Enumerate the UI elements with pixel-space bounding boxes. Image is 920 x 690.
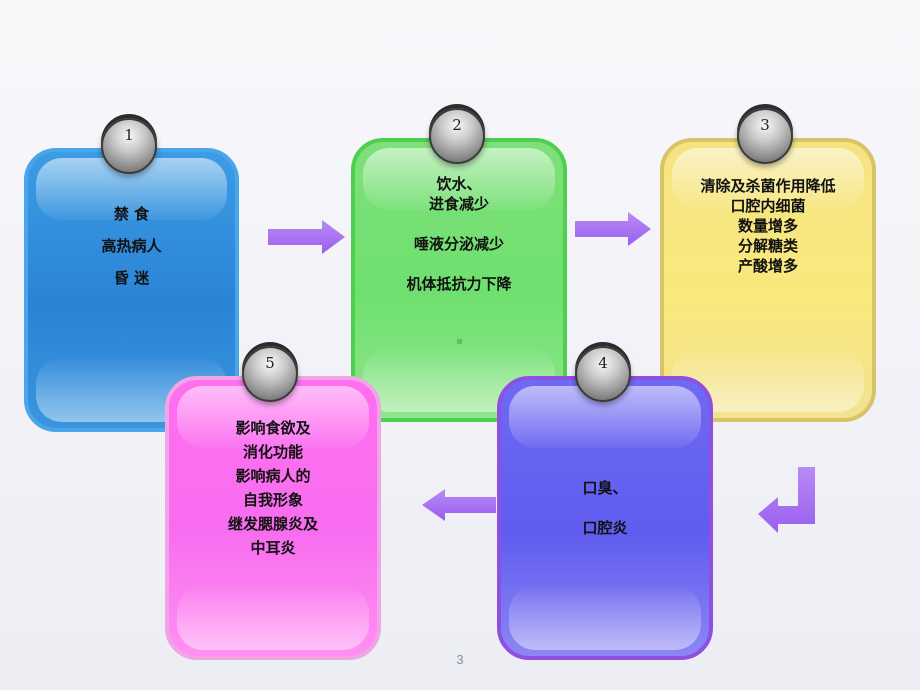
step-4-line: 口腔炎 [582, 519, 628, 537]
step-2-line: 饮水、 [436, 175, 482, 193]
step-2-line: 进食减少 [428, 195, 489, 213]
step-number: 5 [265, 354, 275, 372]
step-5-line: 影响食欲及 [235, 419, 311, 437]
step-number: 2 [452, 116, 462, 134]
arrow-left-icon [422, 489, 496, 521]
step-2-line: 机体抵抗力下降 [406, 275, 512, 293]
step-number-badge-4: 4 [575, 346, 631, 402]
step-3-line: 口腔内细菌 [730, 197, 806, 215]
step-card-4: 口臭、 口腔炎 [497, 376, 713, 660]
step-1-line: 高热病人 [101, 237, 162, 255]
step-number: 1 [124, 126, 134, 144]
step-5-line: 消化功能 [242, 443, 303, 461]
step-4-line: 口臭、 [582, 479, 628, 497]
step-5-line: 影响病人的 [235, 467, 311, 485]
step-5-line: 继发腮腺炎及 [227, 515, 318, 533]
card-gloss [509, 586, 701, 650]
step-number-badge-3: 3 [737, 108, 793, 164]
step-number: 3 [760, 116, 770, 134]
step-2-text: 饮水、 进食减少 唾液分泌减少 机体抵抗力下降 [355, 174, 563, 294]
step-2-line: 唾液分泌减少 [413, 235, 504, 253]
step-1-line: 禁 食 [113, 205, 150, 223]
step-card-2: 饮水、 进食减少 唾液分泌减少 机体抵抗力下降 [351, 138, 567, 422]
arrow-right-icon [268, 220, 345, 254]
step-5-text: 影响食欲及 消化功能 影响病人的 自我形象 继发腮腺炎及 中耳炎 [169, 416, 377, 560]
step-5-line: 自我形象 [242, 491, 303, 509]
step-5-line: 中耳炎 [250, 539, 296, 557]
step-1-text: 禁 食 高热病人 昏 迷 [28, 198, 235, 294]
step-number: 4 [598, 354, 608, 372]
step-number-badge-2: 2 [429, 108, 485, 164]
card-gloss [177, 586, 369, 650]
step-3-line: 清除及杀菌作用降低 [700, 177, 836, 195]
step-3-line: 产酸增多 [737, 257, 798, 275]
decorative-dot [457, 339, 462, 344]
step-1-line: 昏 迷 [113, 269, 150, 287]
step-3-line: 数量增多 [737, 217, 798, 235]
step-number-badge-1: 1 [101, 118, 157, 174]
step-4-text: 口臭、 口腔炎 [501, 478, 709, 538]
page-number: 3 [456, 652, 464, 667]
step-3-text: 清除及杀菌作用降低 口腔内细菌 数量增多 分解糖类 产酸增多 [664, 176, 872, 276]
arrow-down-left-icon [758, 467, 815, 533]
arrow-right-icon [575, 212, 651, 246]
step-number-badge-5: 5 [242, 346, 298, 402]
step-3-line: 分解糖类 [737, 237, 798, 255]
